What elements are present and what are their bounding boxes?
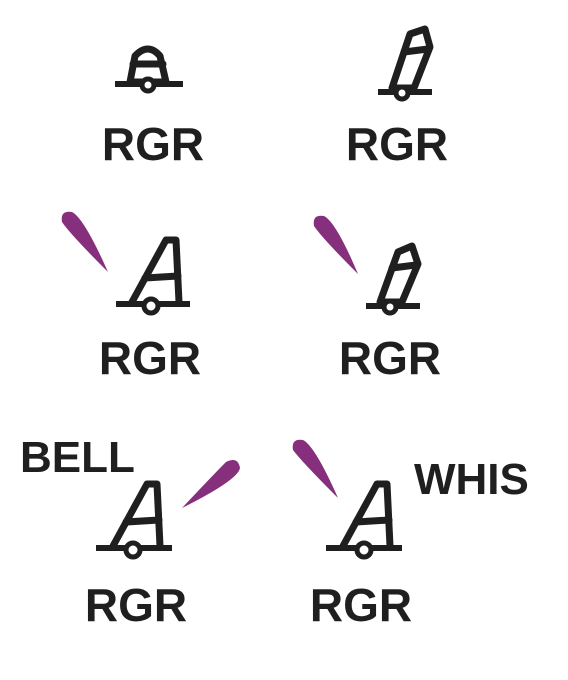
buoy-label: RGR (85, 579, 187, 631)
symbol-conical-buoy: RGR (102, 45, 204, 170)
buoy-label: RGR (102, 118, 204, 170)
symbol-pillar-buoy-whistle: WHIS RGR (292, 439, 529, 631)
fog-signal-label: WHIS (414, 455, 529, 504)
conical-buoy-icon (115, 45, 183, 94)
pillar-buoy-icon (96, 480, 172, 560)
pillar-buoy-icon (116, 236, 190, 316)
fog-signal-label: BELL (20, 433, 135, 482)
buoy-label: RGR (346, 118, 448, 170)
pillar-buoy-icon (326, 480, 402, 560)
spar-buoy-icon (366, 242, 422, 316)
light-flare-icon (292, 439, 338, 498)
buoy-label: RGR (99, 332, 201, 384)
light-flare-icon (61, 211, 108, 272)
light-flare-icon (313, 215, 358, 274)
light-flare-icon (182, 460, 240, 508)
symbol-pillar-buoy-bell: BELL RGR (20, 433, 240, 631)
symbol-pillar-buoy-lit: RGR (61, 211, 201, 384)
buoy-label: RGR (310, 579, 412, 631)
buoy-label: RGR (339, 332, 441, 384)
symbol-spar-buoy: RGR (346, 25, 448, 170)
spar-buoy-icon (378, 25, 434, 102)
symbol-spar-buoy-lit: RGR (313, 215, 441, 384)
